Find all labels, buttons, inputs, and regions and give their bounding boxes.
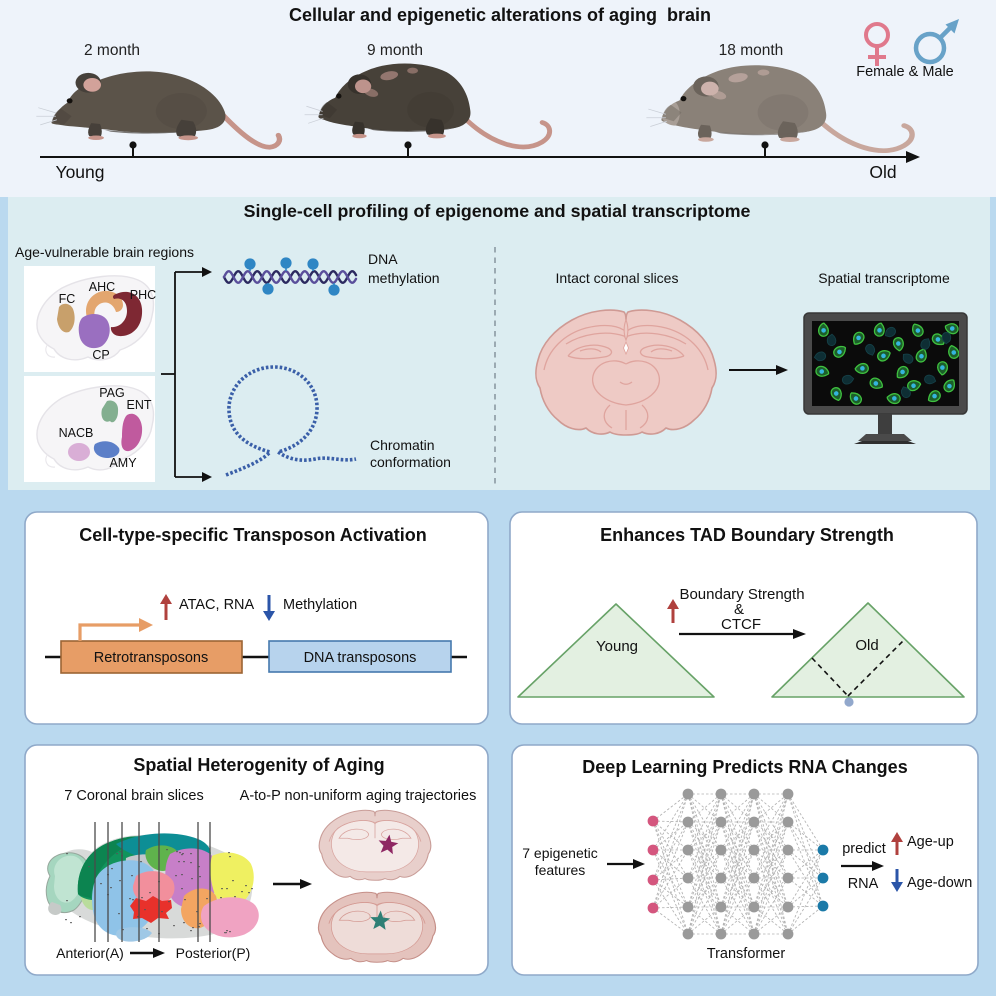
- svg-text:features: features: [535, 862, 586, 878]
- svg-text:7 epigenetic: 7 epigenetic: [522, 845, 598, 861]
- svg-text:predict: predict: [842, 841, 886, 857]
- svg-text:Cellular and epigenetic altera: Cellular and epigenetic alterations of a…: [289, 5, 711, 25]
- svg-text:CTCF: CTCF: [721, 616, 761, 633]
- svg-text:Chromatin: Chromatin: [370, 437, 435, 453]
- svg-text:Age-down: Age-down: [907, 875, 972, 891]
- svg-text:ATAC, RNA: ATAC, RNA: [179, 597, 255, 613]
- svg-text:methylation: methylation: [368, 270, 440, 286]
- svg-text:Age-vulnerable brain regions: Age-vulnerable brain regions: [15, 244, 194, 260]
- svg-text:PAG: PAG: [99, 386, 124, 400]
- svg-text:Old: Old: [855, 637, 878, 654]
- svg-text:9 month: 9 month: [367, 42, 423, 59]
- svg-text:RNA: RNA: [848, 876, 879, 892]
- svg-text:Posterior(P): Posterior(P): [176, 945, 251, 961]
- svg-text:Retrotransposons: Retrotransposons: [94, 650, 208, 666]
- svg-text:Transformer: Transformer: [707, 946, 786, 962]
- svg-text:Young: Young: [56, 162, 105, 182]
- svg-text:&: &: [734, 601, 744, 618]
- svg-text:Female & Male: Female & Male: [856, 64, 954, 80]
- svg-text:Boundary Strength: Boundary Strength: [679, 586, 804, 603]
- svg-text:Cell-type-specific Transposon: Cell-type-specific Transposon Activation: [79, 525, 426, 545]
- svg-text:AHC: AHC: [89, 280, 115, 294]
- svg-text:DNA transposons: DNA transposons: [304, 650, 417, 666]
- svg-text:FC: FC: [59, 292, 76, 306]
- svg-text:AMY: AMY: [109, 456, 137, 470]
- svg-text:Anterior(A): Anterior(A): [56, 945, 124, 961]
- svg-text:18 month: 18 month: [719, 42, 784, 59]
- svg-text:Deep Learning Predicts RNA Cha: Deep Learning Predicts RNA Changes: [582, 757, 907, 777]
- svg-text:Young: Young: [596, 638, 638, 655]
- svg-text:Age-up: Age-up: [907, 834, 954, 850]
- svg-text:2 month: 2 month: [84, 42, 140, 59]
- svg-text:ENT: ENT: [127, 398, 152, 412]
- svg-text:Single-cell profiling of epige: Single-cell profiling of epigenome and s…: [244, 201, 751, 221]
- svg-text:conformation: conformation: [370, 454, 451, 470]
- svg-text:NACB: NACB: [59, 426, 94, 440]
- svg-text:Intact coronal slices: Intact coronal slices: [556, 270, 679, 286]
- svg-text:Old: Old: [869, 162, 896, 182]
- svg-text:7 Coronal brain slices: 7 Coronal brain slices: [64, 788, 203, 804]
- svg-text:A-to-P non-uniform aging traje: A-to-P non-uniform aging trajectories: [240, 788, 477, 804]
- svg-text:Methylation: Methylation: [283, 597, 357, 613]
- svg-text:Spatial Heterogenity of Aging: Spatial Heterogenity of Aging: [133, 755, 384, 775]
- svg-text:Spatial transcriptome: Spatial transcriptome: [818, 270, 950, 286]
- svg-text:Enhances TAD Boundary Strength: Enhances TAD Boundary Strength: [600, 525, 894, 545]
- svg-text:DNA: DNA: [368, 251, 398, 267]
- svg-text:PHC: PHC: [130, 288, 156, 302]
- svg-text:CP: CP: [92, 348, 109, 362]
